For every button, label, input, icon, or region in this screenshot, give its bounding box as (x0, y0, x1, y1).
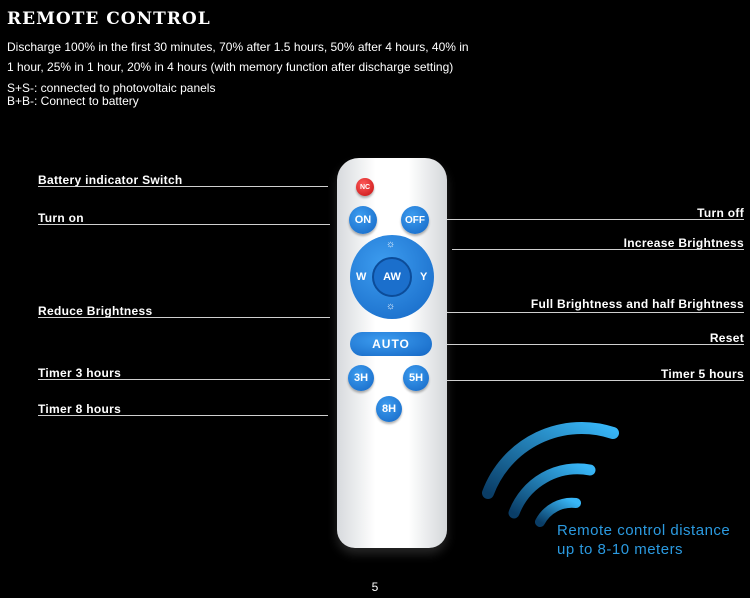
timer-3h-button[interactable]: 3H (348, 365, 374, 391)
leader-line-timer-8 (38, 415, 328, 416)
leader-line-turn-on (38, 224, 330, 225)
leader-line-reset (447, 344, 744, 345)
leader-line-battery (38, 186, 328, 187)
label-full-half-brightness: Full Brightness and half Brightness (530, 297, 744, 311)
description-line-1: Discharge 100% in the first 30 minutes, … (7, 40, 469, 54)
brightness-up-icon[interactable]: ☼ (386, 239, 396, 250)
remote-control: NC ON OFF ☼ W AW Y ☼ AUTO 3H 5H 8H (337, 158, 447, 548)
label-battery-switch: Battery indicator Switch (38, 173, 183, 187)
signal-icon (482, 421, 619, 527)
label-timer-5: Timer 5 hours (660, 367, 744, 381)
auto-button[interactable]: AUTO (350, 332, 432, 356)
range-text: Remote control distance up to 8-10 meter… (557, 521, 730, 559)
nc-button[interactable]: NC (356, 178, 374, 196)
description-line-4: B+B-: Connect to battery (7, 94, 139, 108)
page-title: REMOTE CONTROL (7, 9, 211, 29)
range-line-1: Remote control distance (557, 522, 731, 539)
off-button[interactable]: OFF (401, 206, 429, 234)
timer-8h-button[interactable]: 8H (376, 396, 402, 422)
w-button[interactable]: W (356, 271, 367, 283)
brightness-down-icon[interactable]: ☼ (386, 301, 396, 312)
leader-line-full-half (447, 312, 744, 313)
description-line-2: 1 hour, 25% in 1 hour, 20% in 4 hours (w… (7, 60, 454, 74)
leader-line-timer-3 (38, 379, 330, 380)
label-reduce-brightness: Reduce Brightness (38, 304, 153, 318)
timer-5h-button[interactable]: 5H (403, 365, 429, 391)
label-reset: Reset (709, 331, 744, 345)
label-increase-brightness: Increase Brightness (623, 236, 744, 250)
description-line-3: S+S-: connected to photovoltaic panels (7, 81, 216, 95)
y-button[interactable]: Y (420, 271, 428, 283)
label-turn-on: Turn on (38, 211, 84, 225)
label-timer-3: Timer 3 hours (38, 366, 122, 380)
leader-line-turn-off (447, 219, 744, 220)
page-number: 5 (371, 580, 379, 594)
direction-wheel: ☼ W AW Y ☼ (350, 235, 434, 319)
leader-line-increase (452, 249, 744, 250)
range-line-2: up to 8-10 meters (557, 541, 684, 558)
aw-button[interactable]: AW (372, 257, 412, 297)
leader-line-reduce (38, 317, 330, 318)
leader-line-timer-5 (447, 380, 744, 381)
label-timer-8: Timer 8 hours (38, 402, 122, 416)
on-button[interactable]: ON (349, 206, 377, 234)
label-turn-off: Turn off (697, 206, 744, 220)
